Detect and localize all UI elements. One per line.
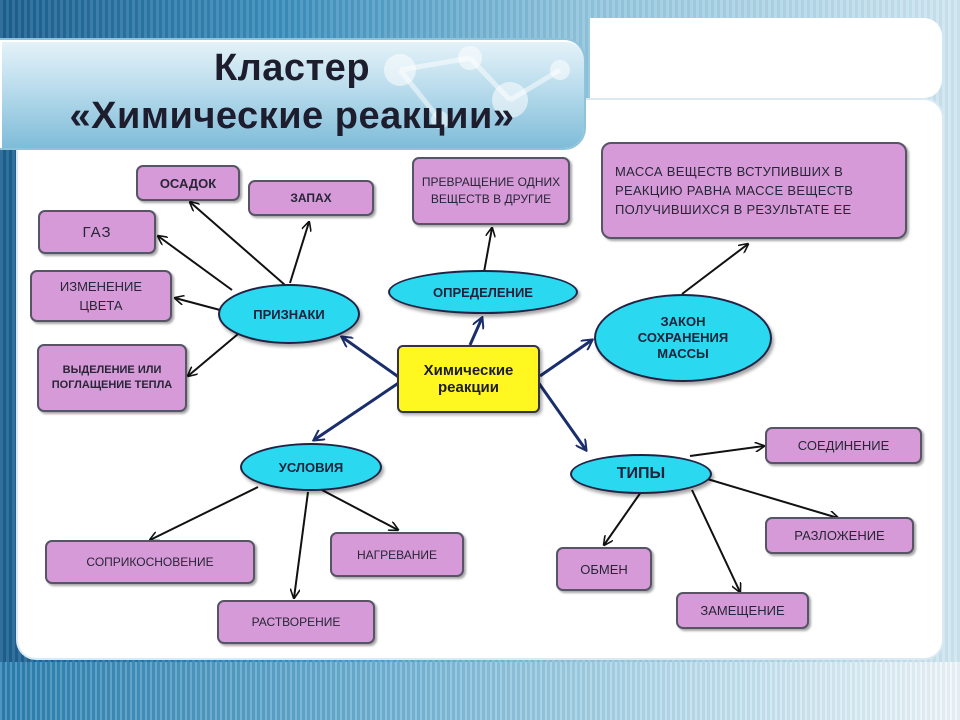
sign-gas-box: ГАЗ — [38, 210, 156, 254]
sign-color-label: ИЗМЕНЕНИЕ ЦВЕТА — [59, 279, 143, 313]
definition-ellipse: ОПРЕДЕЛЕНИЕ — [388, 270, 578, 314]
molecule-decoration-icon — [384, 46, 570, 129]
connector-conditions-contact — [150, 486, 259, 540]
conditions-label: УСЛОВИЯ — [278, 459, 344, 475]
top-white-strip — [590, 18, 942, 98]
law-label: ЗАКОН СОХРАНЕНИЯ МАССЫ — [637, 314, 729, 361]
connector-center-law — [539, 340, 592, 378]
signs-ellipse: ПРИЗНАКИ — [218, 284, 360, 344]
law-text: МАССА ВЕЩЕСТВ ВСТУПИВШИХ В РЕАКЦИЮ РАВНА… — [615, 164, 854, 217]
connector-types-decomposition — [703, 477, 838, 518]
condition-dissolution-label: РАСТВОРЕНИЕ — [251, 615, 341, 629]
connector-signs-smell — [289, 222, 309, 284]
center-node: Химические реакции — [397, 345, 540, 413]
condition-dissolution-box: РАСТВОРЕНИЕ — [217, 600, 375, 644]
connector-conditions-heating — [321, 489, 398, 530]
connector-definition-text — [483, 228, 492, 273]
connector-law-text — [681, 244, 748, 295]
law-ellipse: ЗАКОН СОХРАНЕНИЯ МАССЫ — [594, 294, 772, 382]
type-combination-box: СОЕДИНЕНИЕ — [765, 427, 922, 464]
connector-center-signs — [342, 337, 401, 380]
title-line-2: «Химические реакции» — [69, 95, 515, 137]
signs-label: ПРИЗНАКИ — [253, 306, 325, 322]
connector-signs-gas — [158, 236, 233, 291]
type-substitution-label: ЗАМЕЩЕНИЕ — [700, 603, 785, 618]
sign-precipitate-label: ОСАДОК — [159, 175, 217, 191]
connector-center-definition — [468, 318, 482, 346]
connector-center-conditions — [314, 380, 401, 440]
type-decomposition-box: РАЗЛОЖЕНИЕ — [765, 517, 914, 554]
title-line-1: Кластер — [213, 47, 371, 89]
definition-text-box: ПРЕВРАЩЕНИЕ ОДНИХ ВЕЩЕСТВ В ДРУГИЕ — [412, 157, 570, 225]
conditions-ellipse: УСЛОВИЯ — [240, 443, 382, 491]
sign-gas-label: ГАЗ — [82, 223, 112, 241]
connector-signs-color — [175, 298, 221, 311]
type-exchange-box: ОБМЕН — [556, 547, 652, 591]
condition-heating-box: НАГРЕВАНИЕ — [330, 532, 464, 577]
sign-smell-box: ЗАПАХ — [248, 180, 374, 216]
sign-color-box: ИЗМЕНЕНИЕ ЦВЕТА — [30, 270, 172, 322]
center-node-label: Химические реакции — [423, 362, 514, 396]
types-label: ТИПЫ — [616, 465, 666, 482]
condition-contact-box: СОПРИКОСНОВЕНИЕ — [45, 540, 255, 584]
type-substitution-box: ЗАМЕЩЕНИЕ — [676, 592, 809, 629]
page-title: Кластер «Химические реакции» — [0, 44, 584, 140]
bottom-decor-band — [0, 662, 960, 720]
title-banner — [0, 40, 584, 148]
connector-conditions-dissolution — [294, 491, 309, 598]
condition-heating-label: НАГРЕВАНИЕ — [356, 547, 438, 562]
connector-types-substitution — [691, 489, 740, 592]
sign-smell-label: ЗАПАХ — [290, 191, 332, 205]
connector-types-combination — [689, 446, 764, 457]
sign-heat-label: ВЫДЕЛЕНИЕ ИЛИ ПОГЛАЩЕНИЕ ТЕПЛА — [51, 364, 173, 391]
connector-signs-heat — [188, 333, 239, 376]
definition-label: ОПРЕДЕЛЕНИЕ — [433, 284, 533, 300]
types-ellipse: ТИПЫ — [570, 454, 712, 494]
type-exchange-label: ОБМЕН — [580, 561, 628, 577]
type-combination-label: СОЕДИНЕНИЕ — [797, 438, 890, 453]
sign-heat-box: ВЫДЕЛЕНИЕ ИЛИ ПОГЛАЩЕНИЕ ТЕПЛА — [37, 344, 187, 412]
definition-text: ПРЕВРАЩЕНИЕ ОДНИХ ВЕЩЕСТВ В ДРУГИЕ — [421, 175, 561, 206]
law-text-box: МАССА ВЕЩЕСТВ ВСТУПИВШИХ В РЕАКЦИЮ РАВНА… — [601, 142, 907, 239]
sign-precipitate-box: ОСАДОК — [136, 165, 240, 201]
connector-types-exchange — [604, 491, 642, 545]
type-decomposition-label: РАЗЛОЖЕНИЕ — [794, 528, 885, 543]
connector-signs-precipitate — [190, 202, 286, 286]
condition-contact-label: СОПРИКОСНОВЕНИЕ — [86, 555, 214, 569]
connector-center-types — [536, 381, 586, 450]
